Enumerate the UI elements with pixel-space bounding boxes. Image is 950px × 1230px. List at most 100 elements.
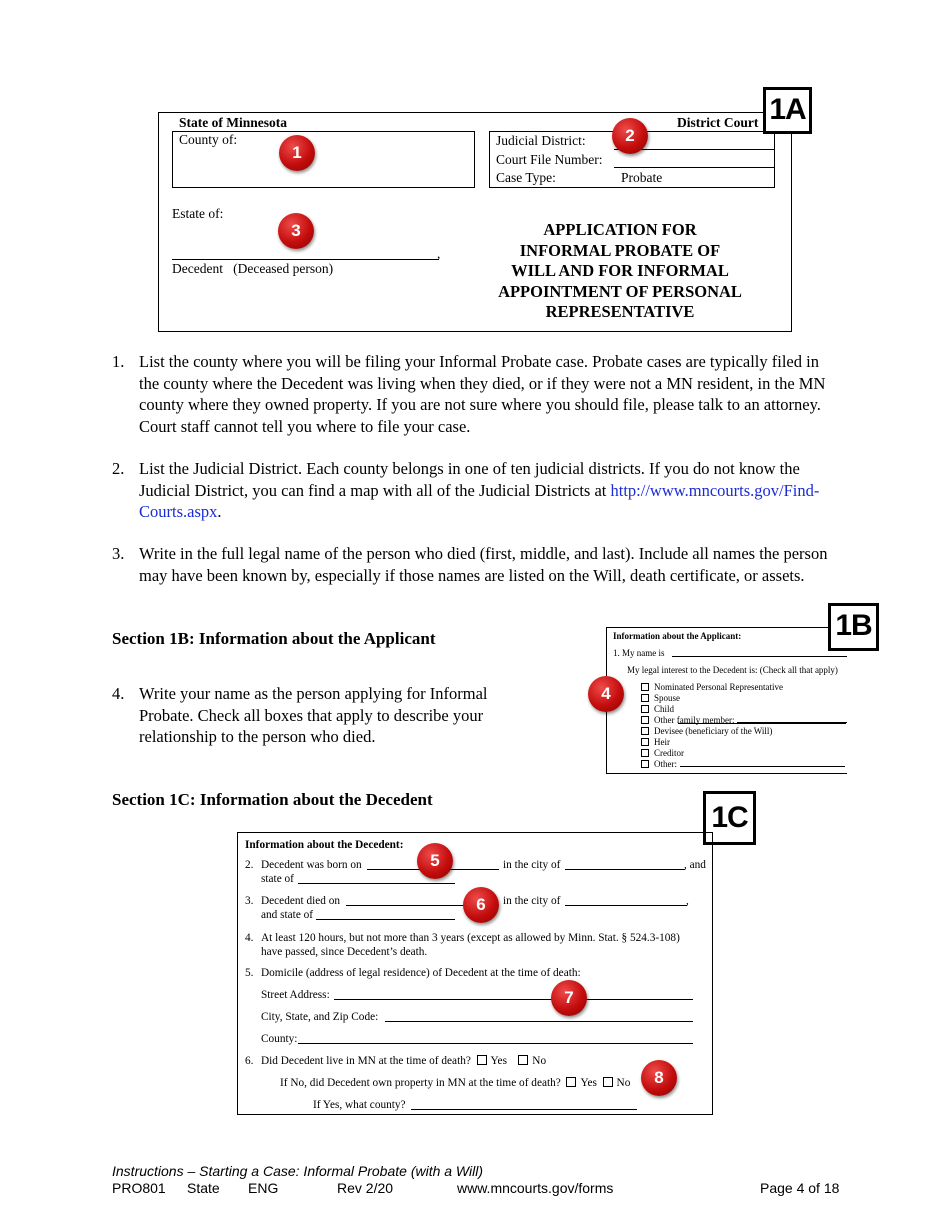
- title-line-3: WILL AND FOR INFORMAL: [511, 261, 729, 280]
- street-address-line: [334, 999, 693, 1000]
- no-checkbox[interactable]: [518, 1055, 529, 1066]
- find-courts-link[interactable]: http://www.mncourts.gov/Find-Courts.aspx: [139, 480, 820, 522]
- judicial-district-label: Judicial District:: [496, 133, 586, 148]
- instruction-text: List the Judicial District. Each county …: [139, 459, 800, 500]
- form-1a-title: APPLICATION FOR INFORMAL PROBATE OF WILL…: [480, 220, 760, 323]
- court-file-number-line: [614, 167, 774, 168]
- section-1b-heading: Section 1B: Information about the Applic…: [112, 629, 436, 648]
- district-court-label: District Court: [677, 115, 759, 130]
- died-comma: ,: [686, 895, 689, 907]
- checkbox[interactable]: [641, 748, 649, 757]
- row-3-num: 3.: [245, 895, 254, 907]
- died-on-line: [346, 905, 499, 906]
- option-devisee[interactable]: Devisee (beneficiary of the Will): [641, 726, 847, 737]
- row-4-num: 4.: [245, 932, 254, 944]
- born-state-label: state of: [261, 873, 294, 885]
- footer-rev: Rev 2/20: [337, 1180, 394, 1196]
- decedent-label: Decedent (Deceased person): [172, 261, 333, 277]
- died-on-label: Decedent died on: [261, 895, 341, 907]
- footer-code: PRO801: [112, 1180, 166, 1196]
- section-1c-heading: Section 1C: Information about the Decede…: [112, 790, 433, 809]
- footer-page: Page 4 of 18: [760, 1180, 840, 1196]
- city-state-zip-line: [385, 1021, 693, 1022]
- instruction-number: 4.: [112, 684, 125, 703]
- badge-6: 6: [463, 887, 499, 923]
- born-state-line: [298, 883, 455, 884]
- option-nominated-pr[interactable]: Nominated Personal Representative: [641, 682, 847, 693]
- badge-1: 1: [279, 135, 315, 171]
- died-state-line: [316, 919, 455, 920]
- city-state-zip-label: City, State, and Zip Code:: [261, 1011, 379, 1023]
- property-yes-checkbox[interactable]: [566, 1077, 577, 1088]
- option-heir[interactable]: Heir: [641, 737, 847, 748]
- court-file-number-label: Court File Number:: [496, 152, 603, 167]
- instruction-4: 4. Write your name as the person applyin…: [112, 683, 542, 748]
- county-label: County of:: [179, 132, 238, 147]
- option-child[interactable]: Child: [641, 704, 847, 715]
- checkbox[interactable]: [641, 704, 649, 713]
- badge-4: 4: [588, 676, 624, 712]
- title-line-1: APPLICATION FOR: [543, 220, 697, 239]
- instruction-1: 1. List the county where you will be fil…: [112, 351, 842, 437]
- section-tag-1a: 1A: [763, 87, 812, 134]
- form-1c-title: Information about the Decedent:: [245, 839, 404, 851]
- row-6-if-yes: If Yes, what county?: [313, 1099, 406, 1111]
- checkbox[interactable]: [641, 759, 649, 768]
- footer-title: Instructions – Starting a Case: Informal…: [112, 1163, 484, 1179]
- section-tag-1b: 1B: [828, 603, 879, 651]
- mini-divider: [678, 723, 846, 724]
- option-other-family[interactable]: Other family member:: [641, 715, 848, 726]
- what-county-line: [411, 1109, 637, 1110]
- footer-url[interactable]: www.mncourts.gov/forms: [457, 1180, 614, 1196]
- checkbox[interactable]: [641, 737, 649, 746]
- decedent-text: Decedent: [172, 261, 223, 276]
- case-type-value: Probate: [621, 170, 663, 185]
- footer-lang: ENG: [248, 1180, 279, 1196]
- option-spouse[interactable]: Spouse: [641, 693, 847, 704]
- mini-title: Information about the Applicant:: [613, 631, 742, 641]
- footer-state: State: [187, 1180, 220, 1196]
- born-city-line: [565, 869, 685, 870]
- state-label: State of Minnesota: [179, 115, 287, 130]
- row-4-text: At least 120 hours, but not more than 3 …: [261, 932, 680, 958]
- instruction-2: 2. List the Judicial District. Each coun…: [112, 458, 842, 523]
- property-no-checkbox[interactable]: [602, 1077, 613, 1088]
- mini-name-line: 1. My name is: [613, 648, 665, 658]
- deceased-person-text: (Deceased person): [233, 261, 334, 276]
- title-line-5: REPRESENTATIVE: [545, 302, 695, 321]
- died-city-line: [565, 905, 687, 906]
- row-5-text: Domicile (address of legal residence) of…: [261, 967, 581, 979]
- badge-5: 5: [417, 843, 453, 879]
- instruction-text: Write your name as the person applying f…: [139, 684, 488, 746]
- form-1c-border: [237, 832, 713, 1115]
- estate-comma: ,: [437, 246, 441, 261]
- died-state-label: and state of: [261, 909, 314, 921]
- instruction-text: List the county where you will be filing…: [139, 352, 826, 436]
- mini-interest-line: My legal interest to the Decedent is: (C…: [627, 665, 838, 675]
- instruction-number: 1.: [112, 352, 125, 371]
- checkbox[interactable]: [641, 693, 649, 702]
- yes-checkbox[interactable]: [476, 1055, 487, 1066]
- section-tag-1c: 1C: [703, 791, 756, 845]
- instruction-3: 3. Write in the full legal name of the p…: [112, 543, 842, 586]
- judicial-district-line: [614, 149, 774, 150]
- title-line-2: INFORMAL PROBATE OF: [519, 240, 721, 260]
- instruction-text: Write in the full legal name of the pers…: [139, 544, 828, 585]
- option-other[interactable]: Other:: [641, 759, 847, 770]
- row-6-if-no: If No, did Decedent own property in MN a…: [280, 1077, 631, 1089]
- instruction-number: 3.: [112, 544, 125, 563]
- born-on-label: Decedent was born on: [261, 859, 362, 871]
- checkbox[interactable]: [641, 715, 649, 724]
- mini-name-underline: [672, 656, 847, 657]
- row-5-num: 5.: [245, 967, 254, 979]
- case-type-label: Case Type:: [496, 170, 556, 185]
- checkbox[interactable]: [641, 726, 649, 735]
- born-city-label: in the city of: [503, 859, 561, 871]
- county-label: County:: [261, 1033, 298, 1045]
- born-and: , and: [684, 859, 706, 871]
- option-creditor[interactable]: Creditor: [641, 748, 847, 759]
- mini-options: Nominated Personal Representative Spouse…: [641, 682, 848, 770]
- row-6-num: 6.: [245, 1055, 254, 1067]
- badge-8: 8: [641, 1060, 677, 1096]
- checkbox[interactable]: [641, 682, 649, 691]
